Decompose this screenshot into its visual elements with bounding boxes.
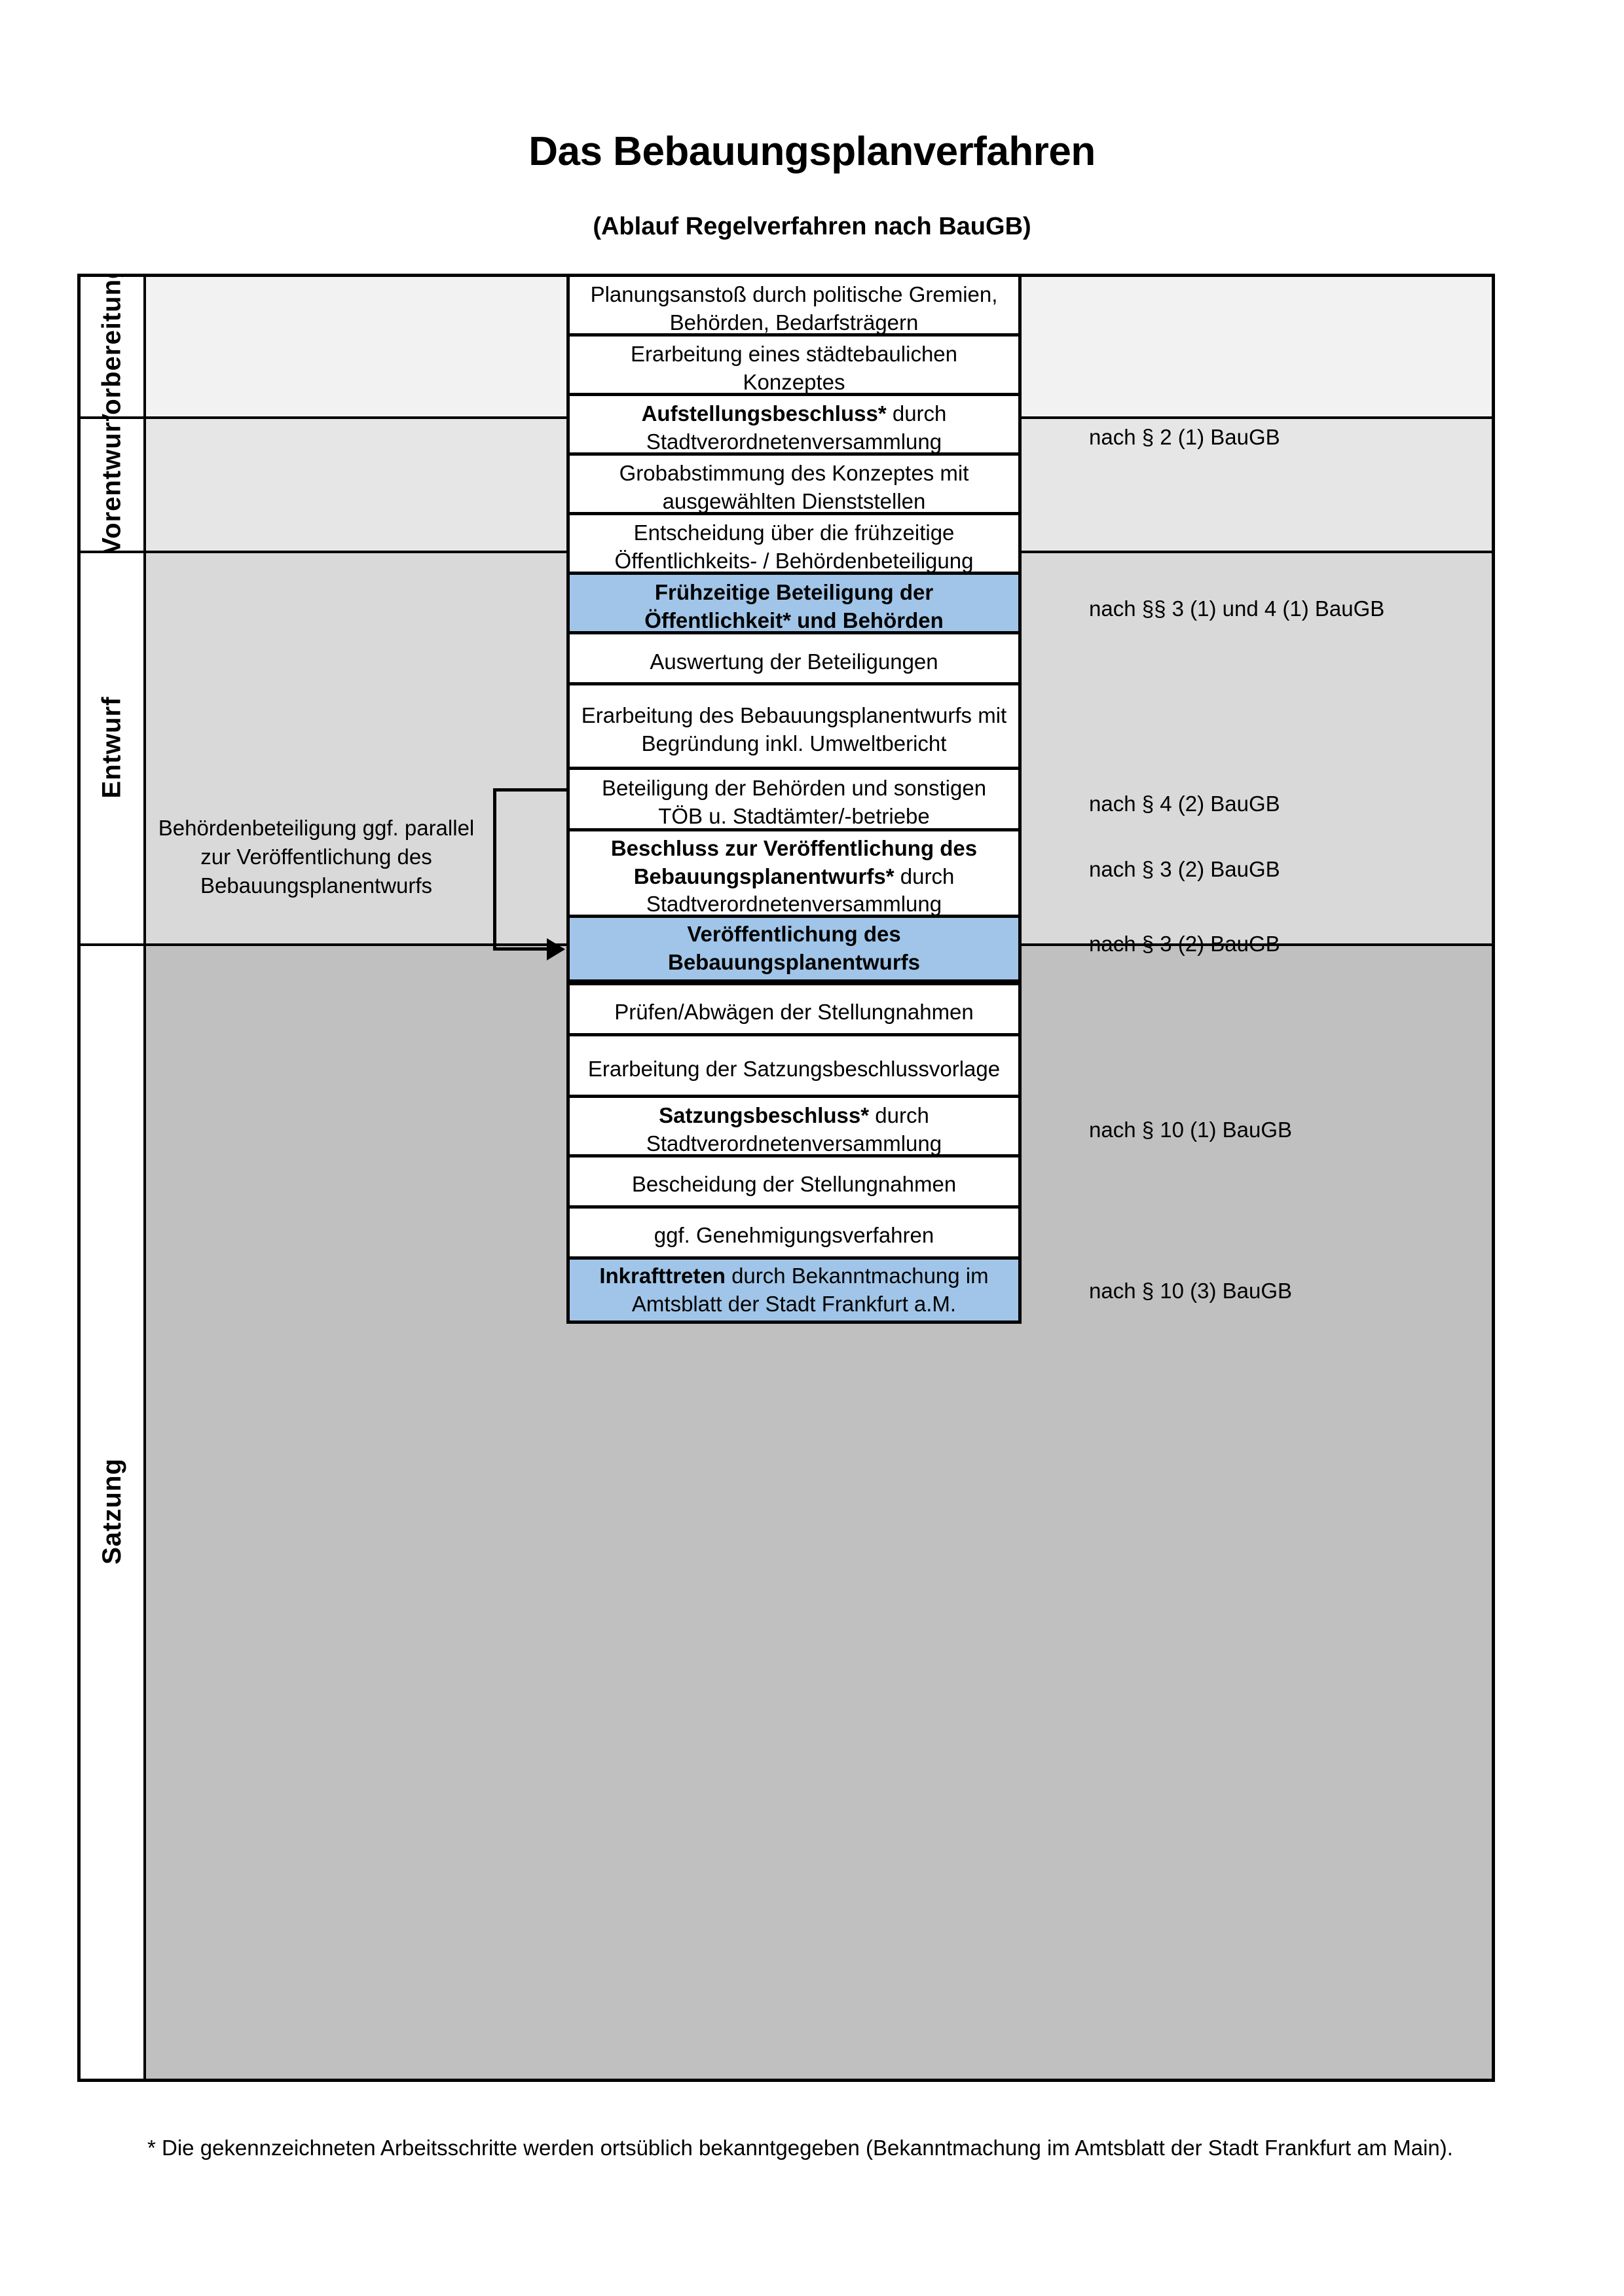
step-box[interactable]: Grobabstimmung des Konzeptes mit ausgewä… (566, 452, 1022, 522)
step-box-highlight[interactable]: Frühzeitige Beteiligung der Öffentlichke… (566, 572, 1022, 642)
legal-reference: nach § 2 (1) BauGB (1089, 425, 1280, 449)
step-box[interactable]: Beschluss zur Veröffentlichung des Bebau… (566, 828, 1022, 925)
step-box-highlight[interactable]: Veröffentlichung des Bebauungsplanentwur… (566, 915, 1022, 983)
footnote: * Die gekennzeichneten Arbeitsschritte w… (147, 2136, 1453, 2160)
step-box[interactable]: Erarbeitung des Bebauungsplanentwurfs mi… (566, 682, 1022, 777)
step-text-tail: durch (886, 401, 947, 426)
step-text-line2: Stadtverordnetenversammlung (646, 1131, 942, 1156)
step-text-line2: Stadtverordnetenversammlung (646, 429, 942, 454)
elbow-arrow-head (547, 938, 565, 960)
step-text: Bescheidung der Stellungnahmen (631, 1172, 957, 1197)
step-box[interactable]: Erarbeitung der Satzungsbeschlussvorlage (566, 1033, 1022, 1105)
legal-reference: nach § 10 (1) BauGB (1089, 1118, 1293, 1142)
page-subtitle: (Ablauf Regelverfahren nach BauGB) (593, 213, 1031, 240)
section-label-entwurf: Entwurf (81, 551, 146, 943)
step-text-bold: Aufstellungsbeschluss* (641, 401, 887, 426)
section-label-text: Vorbereitung (97, 277, 126, 416)
step-box[interactable]: Satzungsbeschluss* durch Stadtverordnete… (566, 1095, 1022, 1165)
step-text: Erarbeitung der Satzungsbeschlussvorlage (587, 1056, 1001, 1081)
legal-reference: nach § 3 (2) BauGB (1089, 857, 1280, 881)
elbow-connector-bottom (493, 947, 549, 951)
section-label-vorentwurf: Vorentwurf (81, 416, 146, 551)
step-text: Inkrafttreten durch Bekanntmachung im Am… (579, 1262, 1009, 1319)
section-label-text: Satzung (97, 1457, 126, 1565)
step-box[interactable]: Erarbeitung eines städtebaulichen Konzep… (566, 333, 1022, 403)
step-box[interactable]: Prüfen/Abwägen der Stellungnahmen (566, 982, 1022, 1043)
step-text: Beteiligung der Behörden und sonstigen T… (601, 776, 987, 828)
step-text-line3: Stadtverordnetenversammlung (646, 892, 942, 917)
step-text-bold: Beschluss zur Veröffentlichung des Bebau… (610, 835, 978, 888)
legal-reference: nach § 4 (2) BauGB (1089, 792, 1280, 816)
step-text: Veröffentlichung des Bebauungsplanentwur… (667, 922, 921, 974)
step-box[interactable]: ggf. Genehmigungsverfahren (566, 1205, 1022, 1266)
elbow-connector-top (493, 788, 568, 792)
step-text-bold: Satzungsbeschluss* (659, 1102, 870, 1127)
step-text-tail: durch (869, 1102, 929, 1127)
step-text: Satzungsbeschluss* durch Stadtverordnete… (646, 1102, 942, 1158)
legal-reference: nach § 3 (2) BauGB (1089, 932, 1280, 956)
step-text: Frühzeitige Beteiligung der Öffentlichke… (644, 579, 944, 632)
legal-reference: nach § 10 (3) BauGB (1089, 1279, 1293, 1303)
section-label-satzung: Satzung (81, 943, 146, 2079)
elbow-connector-vertical (493, 788, 496, 951)
step-text: Auswertung der Beteiligungen (650, 649, 938, 674)
step-text: Planungsanstoß durch politische Gremien,… (590, 282, 998, 335)
step-text: Prüfen/Abwägen der Stellungnahmen (614, 1000, 974, 1025)
step-text-tail: durch Bekanntmachung im Amtsblatt der St… (631, 1263, 989, 1316)
step-text-tail: durch (894, 864, 955, 888)
step-text: Entscheidung über die frühzeitige Öffent… (614, 520, 974, 573)
step-text-bold: Inkrafttreten (599, 1263, 726, 1288)
legal-reference: nach §§ 3 (1) und 4 (1) BauGB (1089, 596, 1385, 621)
step-text: Erarbeitung eines städtebaulichen Konzep… (630, 341, 957, 394)
page-title: Das Bebauungsplanverfahren (528, 129, 1096, 174)
step-text: Aufstellungsbeschluss* durch Stadtverord… (642, 400, 947, 456)
step-text: Erarbeitung des Bebauungsplanentwurfs mi… (581, 702, 1007, 756)
flowchart-frame: Vorbereitung Vorentwurf Entwurf Satzung … (77, 274, 1495, 2082)
step-box[interactable]: Entscheidung über die frühzeitige Öffent… (566, 512, 1022, 582)
step-text: Grobabstimmung des Konzeptes mit ausgewä… (619, 460, 969, 513)
section-label-text: Entwurf (97, 696, 126, 798)
step-box[interactable]: Aufstellungsbeschluss* durch Stadtverord… (566, 393, 1022, 463)
section-label-vorbereitung: Vorbereitung (81, 277, 146, 416)
section-label-text: Vorentwurf (97, 416, 126, 551)
step-text: Beschluss zur Veröffentlichung des Bebau… (579, 835, 1009, 919)
sidenote-behoerdenbeteiligung: Behördenbeteiligung ggf. parallel zur Ve… (158, 816, 475, 898)
step-text: ggf. Genehmigungsverfahren (654, 1223, 934, 1248)
step-box-highlight[interactable]: Inkrafttreten durch Bekanntmachung im Am… (566, 1256, 1022, 1324)
